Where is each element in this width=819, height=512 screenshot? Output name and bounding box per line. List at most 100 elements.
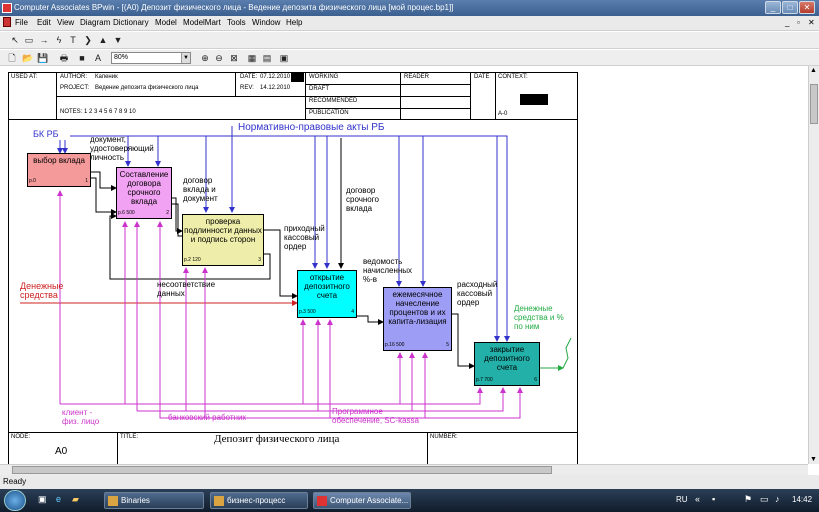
vertical-scrollbar[interactable]: ▲ ▼ — [808, 66, 819, 464]
arrow-label-prihodny[interactable]: приходный кассовый ордер — [284, 224, 325, 251]
status-bar: Ready — [0, 475, 819, 489]
arrow-label-bk-rb[interactable]: БК РБ — [33, 129, 59, 139]
new-icon[interactable]: 🗋 — [8, 53, 16, 63]
status-text: Ready — [3, 477, 27, 486]
scroll-down-icon[interactable]: ▼ — [810, 456, 817, 463]
drawing-toolbar: ↖ ▭ → ϟ T ❯ ▲ ▼ — [0, 32, 819, 49]
squiggle-tool-icon[interactable]: ϟ — [56, 35, 62, 45]
start-button[interactable] — [4, 490, 26, 511]
horizontal-scrollbar[interactable] — [0, 464, 808, 475]
menu-modelmart[interactable]: ModelMart — [183, 18, 221, 27]
menu-diagram[interactable]: Diagram — [80, 18, 111, 27]
arrow-label-dogovor-srochnogo[interactable]: договор срочного вклада — [346, 186, 379, 213]
menu-file[interactable]: File — [15, 18, 28, 27]
box-tool-icon[interactable]: ▭ — [24, 35, 34, 45]
diagram-arrows — [20, 126, 572, 419]
activity-box-6[interactable]: закрытие депозитного счета р.7 700 6 — [474, 342, 540, 386]
mdi-minimize-button[interactable]: _ — [785, 18, 790, 27]
arrow-label-nesootvetstvie[interactable]: несоответствие данных — [157, 280, 216, 298]
menu-bar: File Edit View Diagram Dictionary Model … — [0, 16, 819, 31]
node-value: A0 — [55, 446, 68, 457]
open-icon[interactable]: 📂 — [22, 53, 34, 63]
tray-monitor-icon[interactable]: ▭ — [760, 494, 769, 504]
scroll-up-icon[interactable]: ▲ — [810, 67, 817, 74]
mdi-close-button[interactable]: ✕ — [808, 18, 815, 27]
arrow-label-denezhnye-out[interactable]: Денежные средства и % по ним — [514, 304, 564, 331]
menu-tools[interactable]: Tools — [227, 18, 246, 27]
tray-volume-icon[interactable]: ♪ — [775, 494, 780, 504]
window-title: Computer Associates BPwin - [(A0) Депози… — [14, 3, 454, 12]
navigator-icon[interactable]: ▦ — [247, 53, 257, 63]
menu-dictionary[interactable]: Dictionary — [113, 18, 149, 27]
task-computer-associates[interactable]: Computer Associate... — [313, 492, 411, 509]
arrow-label-dogovor-vklada[interactable]: договор вклада и документ — [183, 176, 218, 203]
zoom-select[interactable]: 80% ▼ — [111, 52, 191, 64]
language-indicator[interactable]: RU — [676, 495, 688, 504]
mdi-restore-button[interactable]: ▫ — [797, 18, 800, 27]
task-binaries[interactable]: Binaries — [104, 492, 204, 509]
activity-cost: р.6 500 — [118, 210, 135, 216]
ie-icon[interactable]: e — [56, 494, 62, 504]
tray-flag-icon[interactable]: ⚑ — [744, 494, 753, 504]
clock[interactable]: 14:42 — [792, 495, 813, 504]
model-explorer-icon[interactable]: ▤ — [262, 53, 272, 63]
show-desktop-icon[interactable]: ▣ — [38, 494, 47, 504]
arrow-label-software[interactable]: Программное обеспечение, SC-kassa — [332, 407, 419, 425]
minimize-button[interactable]: _ — [765, 1, 781, 14]
scroll-thumb[interactable] — [12, 466, 552, 474]
menu-window[interactable]: Window — [252, 18, 281, 27]
arrow-label-normative[interactable]: Нормативно-правовые акты РБ — [238, 122, 385, 133]
print-icon[interactable]: 🖶 — [59, 53, 69, 63]
activity-box-3[interactable]: проверка подлинности данных и подпись ст… — [182, 214, 264, 266]
activity-box-5[interactable]: ежемесячное начесление процентов и их ка… — [383, 287, 452, 351]
arrow-label-vedomost[interactable]: ведомость начисленных %-в — [363, 257, 413, 284]
menu-help[interactable]: Help — [286, 18, 303, 27]
project-value: Ведение депозита физического лица — [95, 85, 199, 91]
rev-value: 14.12.2010 — [260, 85, 291, 91]
arrow-label-document[interactable]: документ, удостоверяющий личность — [90, 135, 154, 162]
tray-network-icon[interactable]: ▪ — [712, 494, 716, 504]
up-tool-icon[interactable]: ▲ — [98, 35, 108, 45]
activity-box-1[interactable]: выбор вклада р.0 1 — [27, 153, 91, 187]
activity-box-2[interactable]: Составление договора срочного вклада р.6… — [116, 167, 172, 219]
task-business-process[interactable]: бизнес-процесс — [210, 492, 308, 509]
arrow-label-denezhnye-in[interactable]: Денежные средства — [20, 281, 64, 300]
maximize-button[interactable]: □ — [782, 1, 798, 14]
menu-edit[interactable]: Edit — [37, 18, 51, 27]
activity-cost: р.16 500 — [385, 342, 405, 348]
diagram-title: Депозит физического лица — [214, 433, 340, 445]
publication-label: PUBLICATION — [309, 110, 349, 116]
zoom-fit-icon[interactable]: ⊠ — [230, 53, 238, 63]
pointer-tool-icon[interactable]: ↖ — [11, 35, 19, 45]
menu-model[interactable]: Model — [155, 18, 177, 27]
zoom-in-icon[interactable]: ⊕ — [201, 53, 209, 63]
tray-expand-icon[interactable]: « — [695, 494, 701, 504]
offpage-tool-icon[interactable]: ❯ — [84, 35, 92, 45]
color-icon[interactable]: ■ — [79, 53, 85, 63]
close-button[interactable]: ✕ — [799, 1, 815, 14]
date2-label: DATE — [474, 74, 490, 80]
folder-icon[interactable]: ▰ — [72, 494, 79, 504]
menu-view[interactable]: View — [57, 18, 75, 27]
diagram-canvas[interactable]: USED AT: AUTHOR: Капеник PROJECT: Ведени… — [0, 66, 808, 465]
save-icon[interactable]: 💾 — [37, 53, 49, 63]
arrow-label-bank-worker[interactable]: банковский работник — [168, 413, 246, 422]
reader-label: READER — [404, 74, 430, 80]
decompose-tool-icon[interactable]: ▼ — [113, 35, 123, 45]
activity-label: выбор вклада — [33, 156, 85, 165]
draft-label: DRAFT — [309, 86, 329, 92]
properties-icon[interactable]: ▣ — [279, 53, 289, 63]
context-label: CONTEXT: — [498, 74, 528, 80]
arrow-label-client[interactable]: клиент - физ. лицо — [62, 408, 100, 426]
zoom-out-icon[interactable]: ⊖ — [215, 53, 223, 63]
number-label: NUMBER: — [430, 434, 458, 440]
arrow-tool-icon[interactable]: → — [39, 35, 49, 45]
recommended-label: RECOMMENDED — [309, 98, 358, 104]
font-icon[interactable]: A — [94, 53, 101, 63]
chevron-down-icon[interactable]: ▼ — [181, 53, 190, 63]
doc-menu-icon[interactable] — [3, 17, 11, 27]
arrow-label-rashodny[interactable]: расходный кассовый ордер — [457, 280, 498, 307]
scroll-thumb[interactable] — [810, 84, 818, 124]
text-tool-icon[interactable]: T — [70, 35, 76, 45]
activity-box-4[interactable]: открытие депозитного счета р.3 500 4 — [297, 270, 357, 318]
